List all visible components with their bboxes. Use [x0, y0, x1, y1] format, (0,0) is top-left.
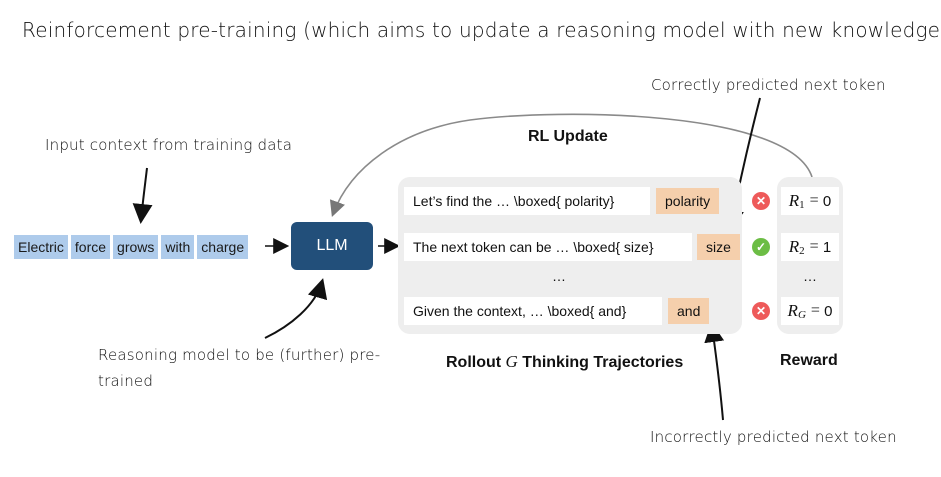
rollout-label: Rollout G Thinking Trajectories [446, 352, 684, 371]
annotation-input-context: Input context from training data [45, 136, 293, 154]
diagram-title: Reinforcement pre-training (which aims t… [22, 18, 941, 42]
trajectory-ellipsis: … [552, 268, 566, 284]
prediction-token-1: polarity [656, 188, 720, 214]
trajectory-g: Given the context, … \boxed{ and} [404, 297, 662, 325]
input-token: force [70, 235, 111, 259]
trajectory-1: Let’s find the … \boxed{ polarity} [404, 187, 650, 215]
llm-box: LLM [291, 222, 373, 270]
reward-ellipsis: … [803, 268, 817, 284]
prediction-token-g: and [668, 298, 710, 324]
input-token: with [161, 235, 195, 259]
incorrect-pointer-arrow [704, 322, 725, 421]
check-circle-icon: ✓ [752, 238, 770, 256]
annotation-incorrect-token: Incorrectly predicted next token [650, 428, 897, 446]
x-circle-icon: ✕ [752, 192, 770, 210]
input-token: grows [113, 235, 159, 259]
trajectory-2: The next token can be … \boxed{ size} [404, 233, 692, 261]
annotation-correct-token: Correctly predicted next token [651, 76, 886, 94]
input-token: charge [197, 235, 249, 259]
rl-update-label: RL Update [528, 128, 608, 145]
input-token-sequence: Electric force grows with charge [14, 235, 249, 259]
x-circle-icon: ✕ [752, 302, 770, 320]
input-token: Electric [14, 235, 68, 259]
input-pointer-arrow [132, 167, 153, 224]
annotation-reasoning-model: Reasoning model to be (further) pre-trai… [98, 346, 381, 390]
rl-update-arrow [329, 113, 813, 218]
reward-label: Reward [780, 352, 838, 369]
model-pointer-arrow [264, 278, 328, 339]
prediction-token-2: size [697, 234, 740, 260]
